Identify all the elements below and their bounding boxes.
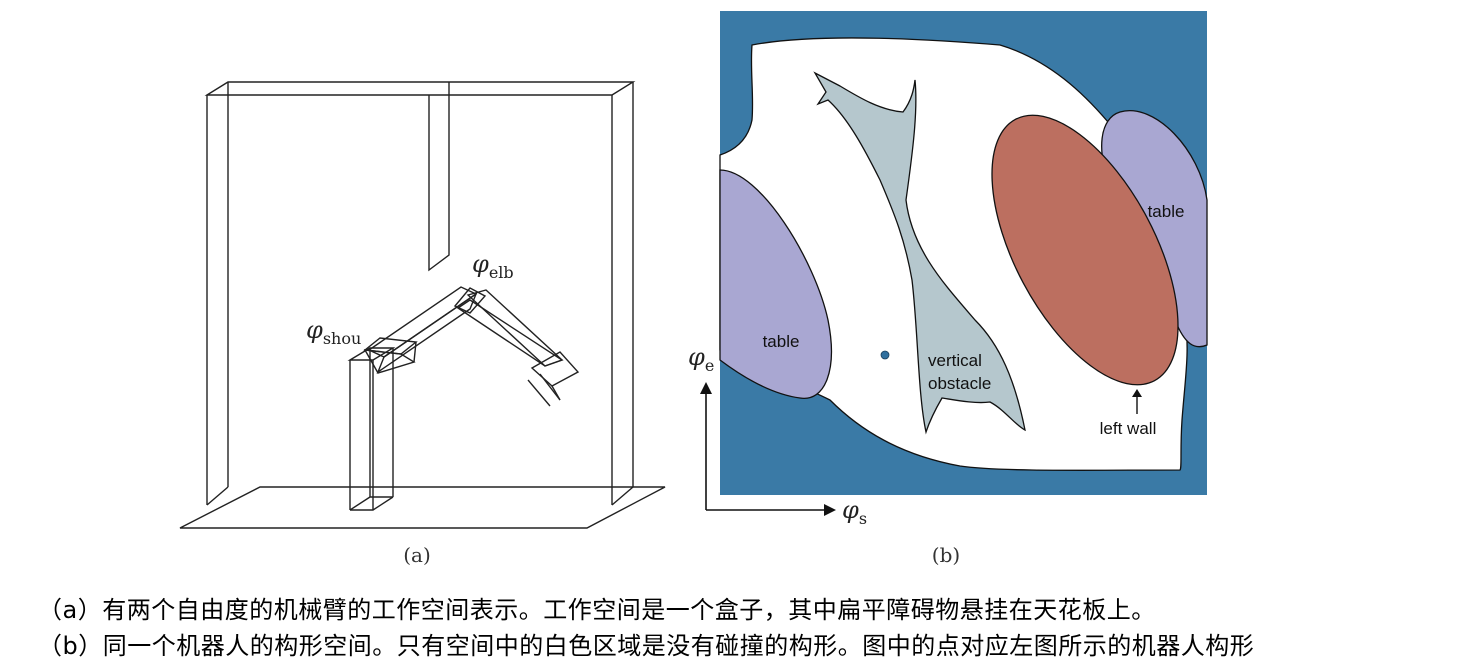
vertical-obstacle-label-2: obstacle [928, 374, 991, 393]
robot-upper-arm [367, 286, 487, 374]
table-label-right: table [1148, 202, 1185, 221]
robot-base [347, 337, 418, 511]
vertical-obstacle-region [813, 71, 1026, 435]
left-wall-arrow [1132, 389, 1142, 414]
floor-plane [179, 486, 666, 529]
panel-b-label: (b) [932, 543, 960, 567]
shoulder-angle-label: φshou [306, 316, 361, 348]
y-axis-label: φe [688, 343, 714, 375]
caption-line-b: （b）同一个机器人的构形空间。只有空间中的白色区域是没有碰撞的构形。图中的点对应… [38, 632, 1255, 660]
configuration-space [719, 11, 1208, 495]
caption-line-a: （a）有两个自由度的机械臂的工作空间表示。工作空间是一个盒子，其中扁平障碍物悬挂… [38, 596, 1156, 624]
panel-a-label: (a) [403, 543, 431, 567]
left-wall-region [991, 114, 1179, 386]
cspace-axes [700, 382, 836, 516]
table-label-left: table [763, 332, 800, 351]
table-region-left [719, 169, 832, 399]
box-walls [204, 81, 636, 506]
x-axis-label: φs [842, 496, 867, 528]
robot-configuration-dot [880, 350, 890, 360]
left-wall-label: left wall [1100, 419, 1157, 438]
vertical-obstacle-label: vertical [928, 351, 982, 370]
elbow-angle-label: φelb [472, 250, 514, 282]
robot-forearm [456, 289, 580, 407]
figure-canvas: φshou φelb (a) table table vertical obst… [179, 11, 1208, 567]
hanging-obstacle [428, 82, 450, 272]
workspace-diagram [179, 81, 666, 529]
